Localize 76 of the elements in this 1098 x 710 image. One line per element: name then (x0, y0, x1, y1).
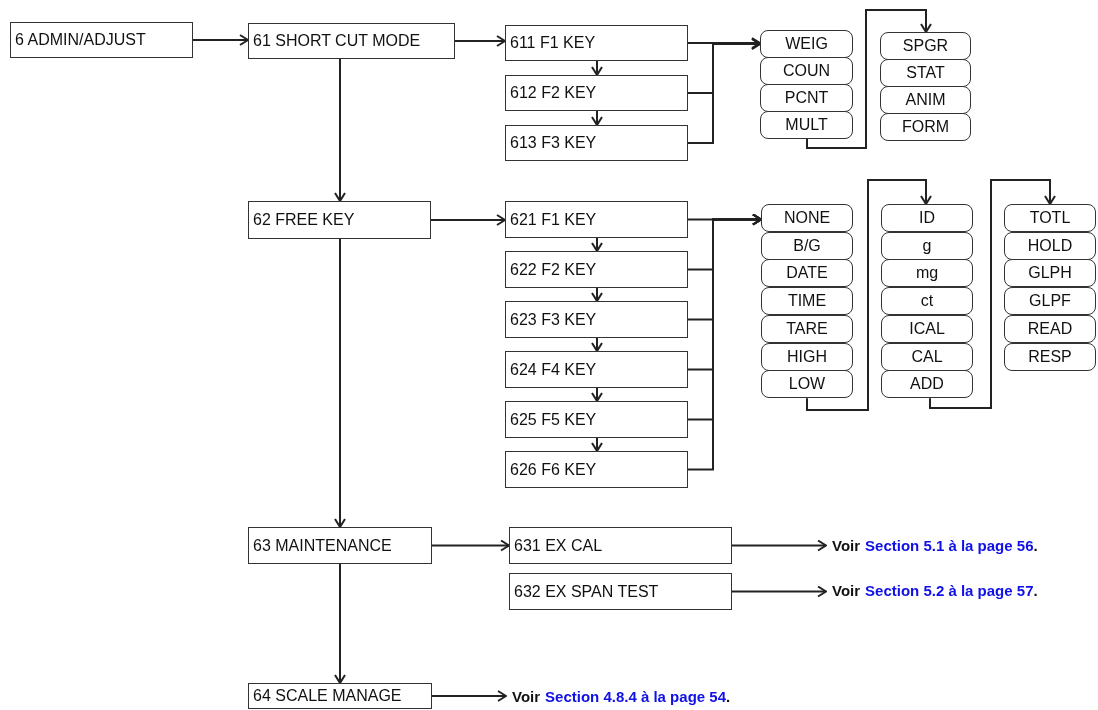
menu-box: 621 F1 KEY (505, 201, 688, 238)
note-text: . (1033, 581, 1038, 599)
menu-box: 632 EX SPAN TEST (509, 573, 732, 610)
option-pill: NONE (761, 204, 853, 232)
menu-box: 611 F1 KEY (505, 25, 688, 61)
menu-box: 612 F2 KEY (505, 75, 688, 111)
option-pill: STAT (880, 59, 971, 87)
menu-box: 62 FREE KEY (248, 201, 431, 239)
arrow (334, 563, 346, 684)
option-pill: COUN (760, 57, 853, 85)
arrow (929, 179, 1056, 409)
option-pill: mg (881, 259, 973, 288)
menu-box: 624 F4 KEY (505, 351, 688, 388)
option-pill: TIME (761, 287, 853, 316)
note-text: Voir (832, 536, 861, 554)
menu-box: 622 F2 KEY (505, 251, 688, 288)
option-pill: GLPF (1004, 287, 1096, 316)
note-text: Voir (832, 581, 861, 599)
menu-box: 63 MAINTENANCE (248, 527, 432, 564)
arrow (431, 539, 510, 552)
arrow (591, 237, 603, 252)
option-pill: RESP (1004, 342, 1096, 371)
menu-box: 626 F6 KEY (505, 451, 688, 488)
menu-box: 6 ADMIN/ADJUST (10, 22, 193, 58)
arrow (591, 437, 603, 452)
arrow (591, 110, 603, 126)
option-pill: MULT (760, 111, 853, 139)
arrow (591, 60, 603, 76)
menu-box: 613 F3 KEY (505, 125, 688, 161)
arrow (431, 690, 507, 702)
menu-box: 623 F3 KEY (505, 301, 688, 338)
option-pill: CAL (881, 342, 973, 371)
arrow (687, 213, 762, 471)
option-pill: ID (881, 204, 973, 232)
option-pill: B/G (761, 231, 853, 260)
note-text: Voir (512, 687, 541, 705)
menu-box: 625 F5 KEY (505, 401, 688, 438)
arrow (591, 387, 603, 402)
option-pill: TOTL (1004, 204, 1096, 232)
option-pill: READ (1004, 314, 1096, 343)
option-pill: WEIG (760, 30, 853, 58)
arrow (454, 35, 506, 47)
option-pill: SPGR (880, 32, 971, 60)
option-pill: PCNT (760, 84, 853, 112)
option-pill: DATE (761, 259, 853, 288)
arrow (806, 9, 932, 149)
option-pill: FORM (880, 113, 971, 141)
arrow (687, 38, 761, 144)
section-link: Section 5.1 à la page 56 (865, 536, 1034, 554)
arrow (192, 34, 249, 46)
menu-box: 631 EX CAL (509, 527, 732, 564)
arrow (334, 238, 346, 528)
option-pill: TARE (761, 314, 853, 343)
option-pill: ct (881, 287, 973, 316)
arrow (334, 58, 346, 202)
option-pill: ADD (881, 370, 973, 399)
menu-box: 61 SHORT CUT MODE (248, 23, 455, 59)
option-pill: HOLD (1004, 231, 1096, 260)
note-text: . (726, 687, 731, 705)
option-pill: g (881, 231, 973, 260)
section-link: Section 4.8.4 à la page 54 (545, 687, 726, 705)
option-pill: ICAL (881, 314, 973, 343)
arrow (430, 214, 506, 226)
menu-box: 64 SCALE MANAGE (248, 683, 432, 709)
arrow (687, 37, 761, 49)
option-pill: GLPH (1004, 259, 1096, 288)
option-pill: HIGH (761, 342, 853, 371)
arrow (731, 539, 827, 552)
section-link: Section 5.2 à la page 57 (865, 581, 1034, 599)
arrow (591, 337, 603, 352)
arrow (806, 179, 932, 411)
option-pill: LOW (761, 370, 853, 399)
note-text: . (1033, 536, 1038, 554)
option-pill: ANIM (880, 86, 971, 114)
arrow (731, 585, 827, 598)
arrow (591, 287, 603, 302)
